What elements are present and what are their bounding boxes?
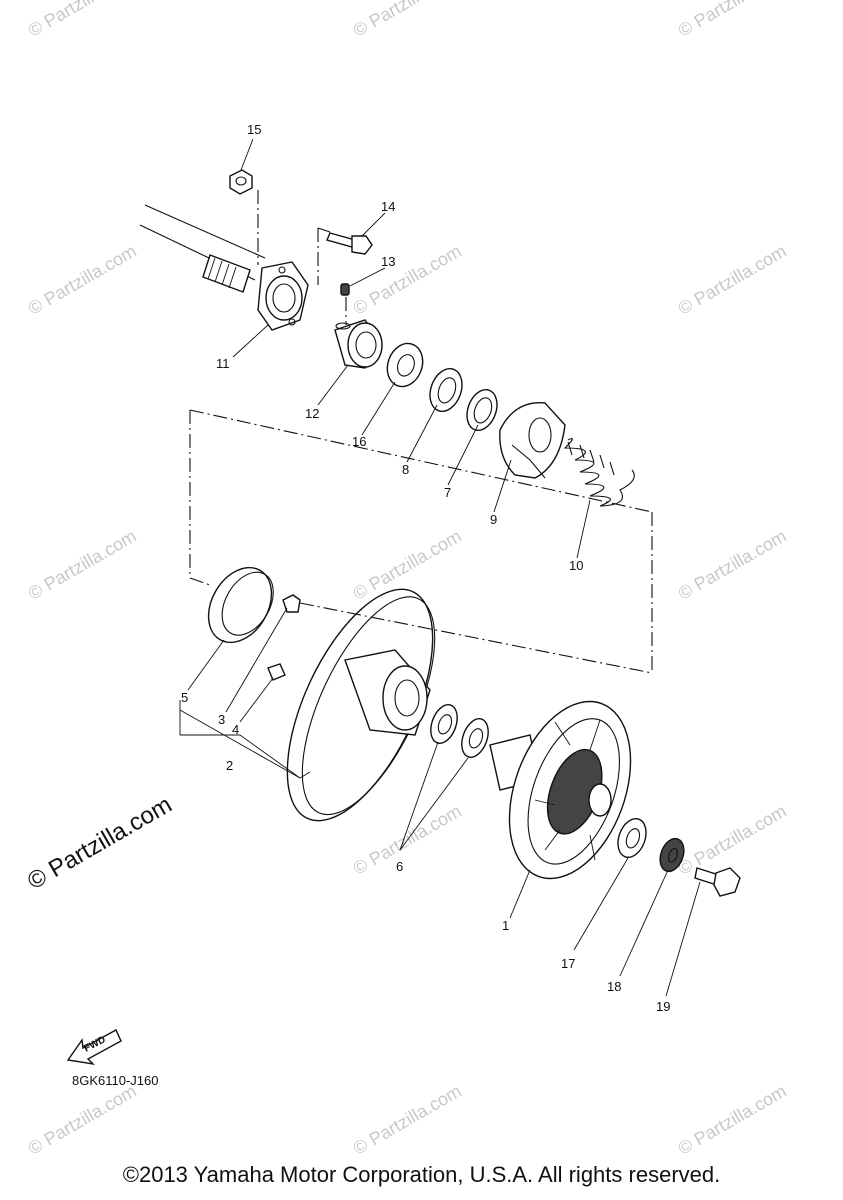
callout-6: 6 [396,859,403,874]
callout-14: 14 [381,199,395,214]
bearing-housing-11 [257,261,309,331]
washer-17 [617,817,647,859]
cam-9 [499,402,566,479]
bolt-14 [326,232,373,255]
lock-washer-7 [466,388,498,432]
callout-19: 19 [656,999,670,1014]
callout-5: 5 [181,690,188,705]
callout-13: 13 [381,254,395,269]
forward-arrow-icon: FWD [66,1029,122,1066]
callout-16: 16 [352,434,366,449]
washer-16 [386,342,424,388]
callout-9: 9 [490,512,497,527]
sheave-2 [286,588,436,822]
set-screw-13 [340,283,350,296]
callout-numbers: 15 14 13 11 12 16 8 7 9 10 5 3 4 2 6 1 1… [181,122,670,1014]
callout-2: 2 [226,758,233,773]
copyright-notice: ©2013 Yamaha Motor Corporation, U.S.A. A… [122,1162,721,1187]
callout-7: 7 [444,485,451,500]
lock-nut-8 [429,367,463,413]
callout-1: 1 [502,918,509,933]
callout-8: 8 [402,462,409,477]
callout-3: 3 [218,712,225,727]
diagram-code: 8GK6110-J160 [72,1073,159,1088]
callout-12: 12 [305,406,319,421]
nut-15 [229,169,253,195]
screw-4 [267,663,286,681]
assembly-lines [189,190,653,674]
spring-10 [563,438,635,507]
callout-17: 17 [561,956,575,971]
shaft [139,204,266,293]
callout-11: 11 [216,356,230,371]
callout-18: 18 [607,979,621,994]
callout-15: 15 [247,122,261,137]
washers-6 [430,704,489,758]
callout-10: 10 [569,558,583,573]
ring-5 [207,566,274,644]
callout-4: 4 [232,722,239,737]
washer-18 [659,837,685,873]
leader-lines [179,138,701,997]
sheave-1 [489,700,632,880]
slider-3 [282,594,301,613]
bolt-19 [694,867,741,897]
bearing-12 [334,319,383,369]
